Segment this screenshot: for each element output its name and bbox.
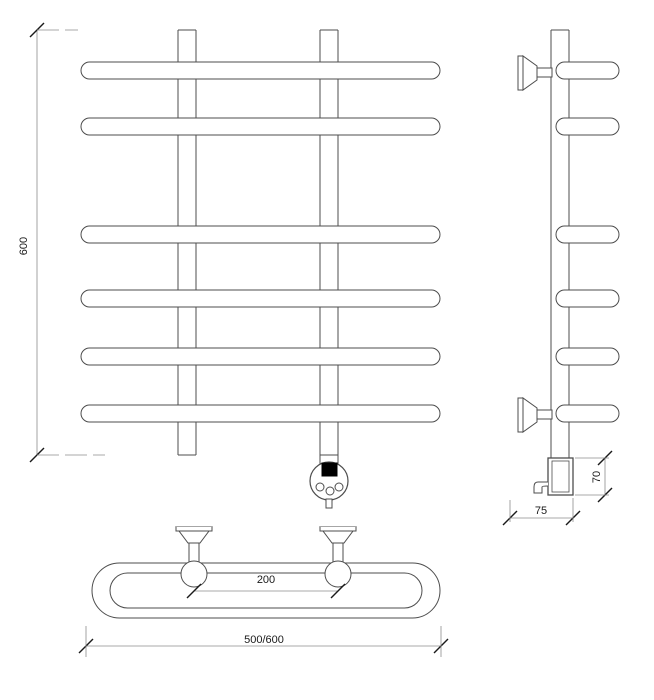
front-post-overlaps — [177, 79, 339, 460]
plan-bracket-stem-right — [332, 542, 344, 564]
side-control-box[interactable] — [533, 457, 574, 496]
rail-4 — [80, 289, 441, 308]
control-display-icon — [321, 462, 338, 477]
control-button-left-icon[interactable] — [315, 482, 325, 492]
dimension-width-500-600: 500/600 — [78, 626, 449, 657]
left-post-overlap — [177, 79, 197, 455]
front-elevation-view — [80, 29, 441, 509]
dim-spacing-tick-right-icon — [330, 583, 346, 599]
right-post-overlap — [319, 79, 339, 460]
dim-width-label: 500/600 — [244, 634, 284, 646]
control-button-right-icon[interactable] — [334, 482, 344, 492]
side-rail-5 — [555, 347, 620, 366]
side-rail-1 — [555, 61, 620, 80]
dim-spacing-label: 200 — [257, 574, 275, 586]
side-rail-4 — [555, 289, 620, 308]
rail-2 — [80, 117, 441, 136]
bracket-wall-plate-lower — [517, 397, 524, 433]
side-wall-bracket-lower — [517, 397, 553, 433]
plan-wall-bracket-left — [175, 526, 213, 588]
dimension-box-height-70: 70 — [575, 450, 613, 503]
rail-5 — [80, 347, 441, 366]
control-box-inner — [551, 460, 570, 493]
plan-bracket-plate-left — [175, 527, 213, 532]
rail-6 — [80, 404, 441, 423]
control-button-center-icon[interactable] — [325, 486, 335, 496]
plan-wall-bracket-right — [319, 526, 357, 588]
dim-spacing-tick-left-icon — [186, 583, 202, 599]
side-rails — [555, 61, 620, 423]
side-rail-6 — [555, 404, 620, 423]
thermostat-control-unit[interactable] — [309, 454, 349, 509]
dimension-height-600: 600 — [18, 22, 105, 463]
dimension-spacing-200: 200 — [186, 574, 346, 599]
plan-bracket-stem-left — [188, 542, 200, 564]
plan-view — [91, 526, 441, 619]
dim-depth-label: 75 — [535, 505, 547, 517]
front-horizontal-rails — [80, 61, 441, 423]
rail-1 — [80, 61, 441, 80]
side-rail-3 — [555, 225, 620, 244]
control-cable-outlet — [325, 498, 333, 509]
rail-3 — [80, 225, 441, 244]
side-post-overlap — [550, 79, 570, 462]
side-elevation-view — [517, 29, 620, 496]
dim-box-height-label: 70 — [591, 471, 603, 483]
bracket-stem-lower — [536, 409, 553, 420]
side-wall-bracket-upper — [517, 55, 553, 91]
bracket-cone-lower-icon — [522, 397, 538, 433]
dimension-depth-75: 75 — [502, 498, 581, 526]
bracket-wall-plate-upper — [517, 55, 524, 91]
plan-bracket-ball-left — [180, 560, 208, 588]
plan-bracket-plate-right — [319, 527, 357, 532]
side-rail-2 — [555, 117, 620, 136]
plan-bracket-ball-right — [324, 560, 352, 588]
bracket-cone-upper-icon — [522, 55, 538, 91]
dim-height-label: 600 — [18, 237, 30, 255]
bracket-stem-upper — [536, 67, 553, 78]
control-box-cable-icon — [533, 481, 549, 494]
